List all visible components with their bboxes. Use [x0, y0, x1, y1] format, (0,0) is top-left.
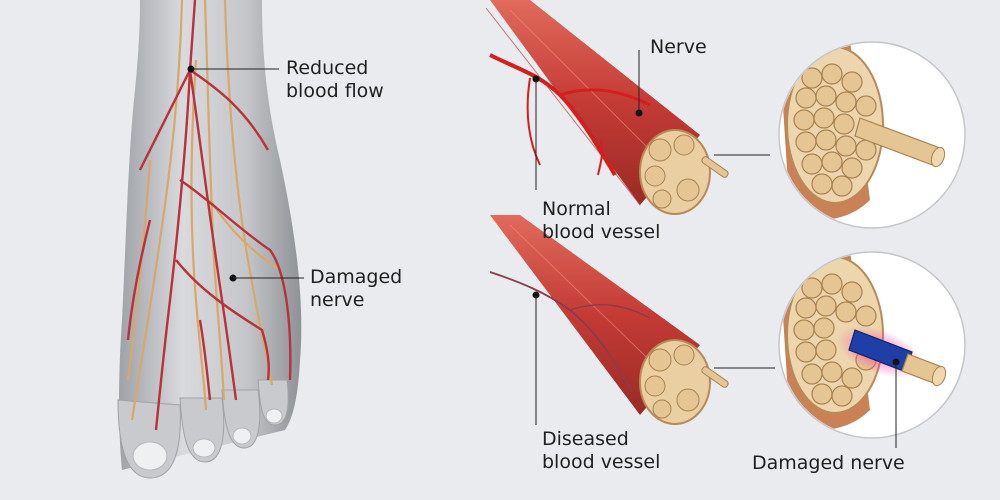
fascicles-top: [644, 134, 700, 209]
foot-arteries: [126, 0, 292, 431]
fascicles-bottom: [644, 344, 700, 419]
normal-nerve-section: [485, 0, 770, 215]
zoom-normal-nerve: [778, 41, 966, 229]
foot-illustration: [117, 0, 304, 479]
zoom-damaged-nerve: [778, 251, 966, 448]
diseased-nerve-section: [489, 215, 775, 425]
label-damaged-nerve-zoom: Damaged nerve: [752, 452, 905, 474]
label-nerve: Nerve: [650, 36, 707, 58]
toes: [117, 379, 289, 479]
